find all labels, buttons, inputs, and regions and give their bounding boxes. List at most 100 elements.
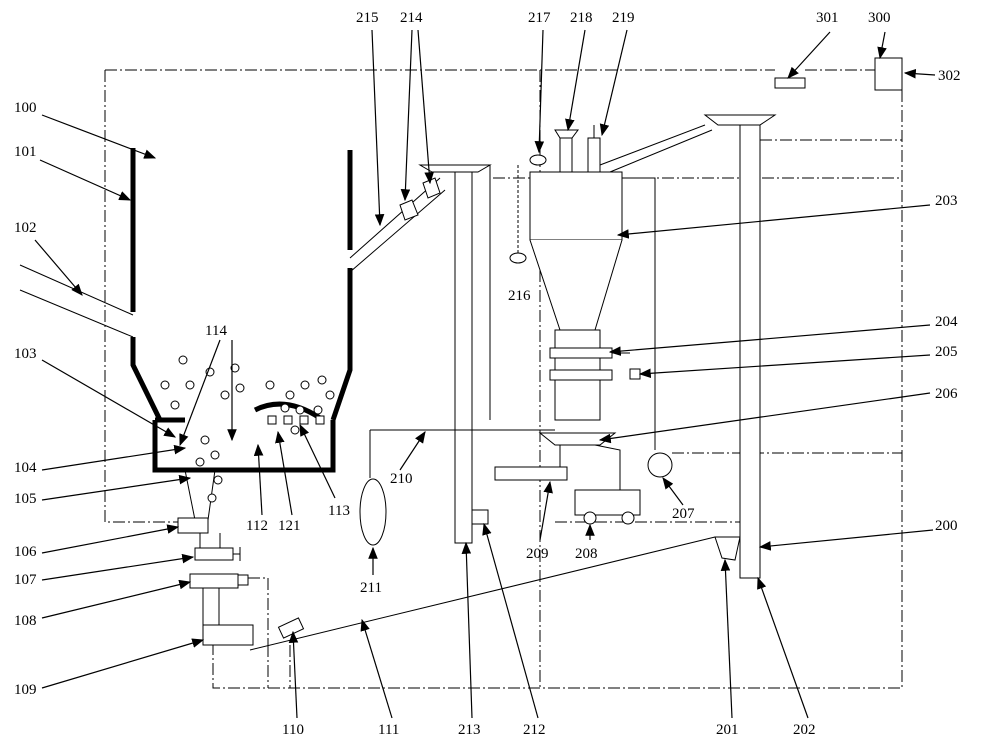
leader-110 (288, 630, 299, 719)
column-213 (454, 171, 473, 544)
leader-114 (179, 339, 221, 447)
label-121: 121 (278, 518, 301, 534)
motor-109 (202, 624, 254, 646)
slag-particle (235, 383, 245, 393)
label-107: 107 (14, 572, 37, 588)
elevator-200 (599, 114, 777, 579)
label-109: 109 (14, 682, 37, 698)
leader-215 (371, 29, 385, 227)
leader-112 (253, 443, 264, 516)
label-217: 217 (528, 10, 551, 26)
leader-108 (41, 579, 192, 619)
label-202: 202 (793, 722, 816, 738)
label-103: 103 (14, 346, 37, 362)
label-113: 113 (328, 503, 350, 519)
label-301: 301 (816, 10, 839, 26)
leader-lines (34, 29, 936, 719)
leader-209 (539, 480, 553, 541)
leader-105 (41, 474, 192, 501)
label-218: 218 (570, 10, 593, 26)
slag-particle (195, 457, 205, 467)
leader-106 (41, 524, 180, 554)
label-206: 206 (935, 386, 958, 402)
leader-205 (638, 354, 931, 379)
slag-particle (230, 363, 240, 373)
slag-particle (285, 390, 295, 400)
inlet-pipe (19, 264, 134, 338)
label-209: 209 (526, 546, 549, 562)
label-111: 111 (378, 722, 399, 738)
label-114: 114 (205, 323, 227, 339)
leader-219 (599, 29, 628, 137)
slag-particle (178, 355, 188, 365)
leader-210 (399, 430, 426, 471)
label-207: 207 (672, 506, 695, 522)
label-105: 105 (14, 491, 37, 507)
valve-212 (471, 509, 489, 525)
slag-particle (290, 425, 300, 435)
label-215: 215 (356, 10, 379, 26)
label-101: 101 (14, 144, 37, 160)
leader-301 (787, 31, 831, 79)
unit-107 (194, 547, 234, 561)
label-214: 214 (400, 10, 423, 26)
controller-301 (774, 77, 806, 89)
slag-particle (200, 435, 210, 445)
leader-121 (275, 430, 293, 516)
sensor-110 (277, 617, 305, 639)
label-100: 100 (14, 100, 37, 116)
label-110: 110 (282, 722, 304, 738)
slag-particle (213, 475, 223, 485)
leader-212 (482, 522, 539, 719)
label-219: 219 (612, 10, 635, 26)
slag-particle (300, 380, 310, 390)
label-213: 213 (458, 722, 481, 738)
flange-205 (549, 369, 613, 381)
unit-108 (189, 573, 239, 589)
slag-particle (220, 390, 230, 400)
slag-particle (317, 375, 327, 385)
label-210: 210 (390, 471, 413, 487)
slag-particle (280, 403, 290, 413)
slag-particle (207, 493, 217, 503)
slag-particle (160, 380, 170, 390)
leader-214b (417, 29, 434, 185)
leader-204 (608, 324, 931, 356)
label-112: 112 (246, 518, 268, 534)
leader-217 (534, 29, 545, 154)
leader-302 (903, 68, 936, 79)
slag-particle (185, 380, 195, 390)
fan-207 (647, 452, 673, 478)
leader-104 (41, 444, 187, 471)
label-216: 216 (508, 288, 531, 304)
slag-particle (325, 390, 335, 400)
leader-202 (757, 576, 809, 719)
label-104: 104 (14, 460, 37, 476)
leader-113 (299, 423, 336, 499)
label-208: 208 (575, 546, 598, 562)
label-212: 212 (523, 722, 546, 738)
leader-102 (34, 239, 83, 296)
leader-200 (758, 529, 934, 551)
screen-209 (494, 466, 568, 481)
slag-particle (295, 405, 305, 415)
label-106: 106 (14, 544, 37, 560)
label-300: 300 (868, 10, 891, 26)
leader-206 (598, 392, 931, 444)
leader-201 (720, 558, 733, 719)
leader-218 (565, 29, 586, 132)
leader-111 (360, 618, 393, 719)
leader-213 (461, 541, 473, 719)
slag-particles (160, 355, 335, 503)
leader-103 (41, 359, 177, 438)
controller-300 (874, 57, 903, 91)
cart-208 (574, 489, 641, 516)
leader-300 (877, 31, 887, 60)
leader-207 (662, 477, 684, 506)
leader-203 (616, 204, 931, 239)
discharge-assembly (177, 517, 741, 651)
leader-109 (41, 638, 205, 689)
